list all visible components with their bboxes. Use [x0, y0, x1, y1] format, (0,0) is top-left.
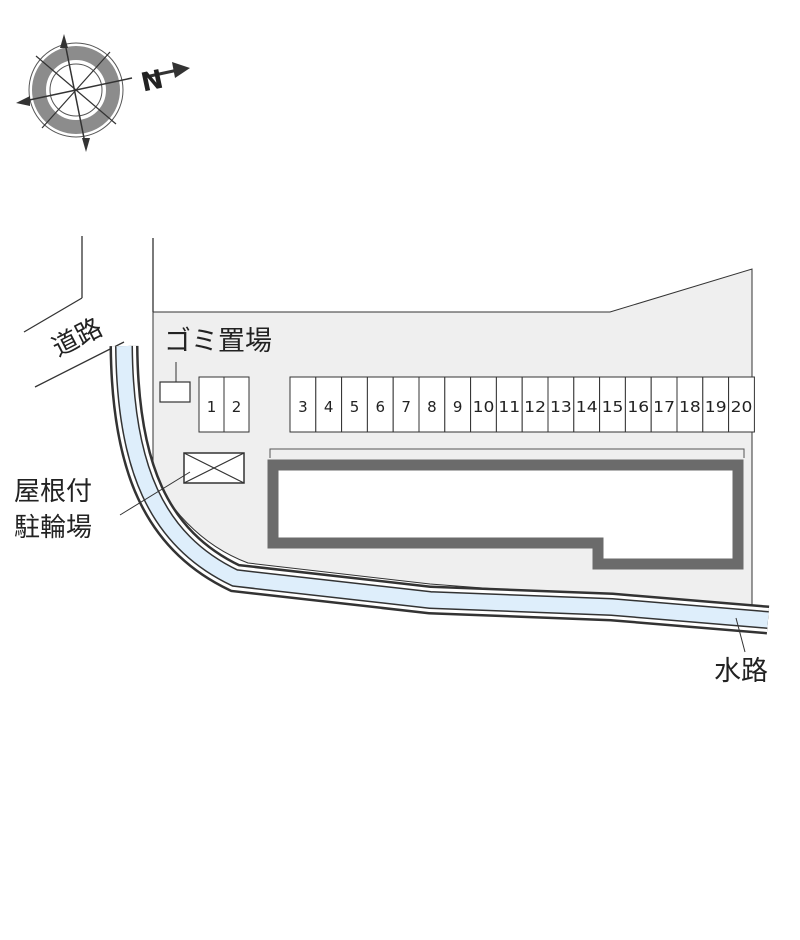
parking-space — [289, 376, 317, 433]
parking-space-number: 7 — [401, 398, 411, 416]
parking-space — [418, 376, 446, 433]
bicycle-parking-icon — [183, 452, 245, 484]
garbage-station-label: ゴミ置場 — [164, 326, 272, 357]
waterway-label: 水路 — [714, 656, 768, 687]
garbage-station-box — [159, 381, 191, 403]
parking-space — [392, 376, 420, 433]
bicycle-parking-label-line1: 屋根付 — [14, 477, 92, 507]
compass-rose-icon — [16, 34, 190, 152]
parking-space-number: 18 — [679, 398, 701, 416]
parking-space-number: 4 — [324, 398, 334, 416]
parking-space — [223, 376, 250, 433]
north-letter: N — [138, 65, 166, 99]
parking-space-number: 17 — [653, 398, 675, 416]
parking-space — [702, 376, 730, 433]
building-outline — [267, 459, 744, 570]
parking-space — [198, 376, 225, 433]
parking-space-number: 8 — [427, 398, 437, 416]
parking-space-number: 19 — [705, 398, 727, 416]
parking-space — [366, 376, 394, 433]
parking-space — [624, 376, 652, 433]
parking-space — [444, 376, 472, 433]
parking-curb — [269, 448, 745, 458]
parking-space — [728, 376, 755, 433]
parking-space-number: 14 — [576, 398, 598, 416]
parking-space-number: 1 — [207, 398, 217, 416]
parking-space — [495, 376, 523, 433]
parking-space — [599, 376, 626, 433]
parking-space-number: 5 — [350, 398, 360, 416]
parking-space-number: 12 — [524, 398, 546, 416]
parking-space-number: 11 — [498, 398, 520, 416]
parking-space-number: 10 — [473, 398, 495, 416]
parking-space-number: 3 — [298, 398, 308, 416]
waterway-leader-line — [735, 617, 746, 653]
parking-space — [650, 376, 678, 433]
parking-space-number: 15 — [602, 398, 624, 416]
parking-space — [573, 376, 601, 433]
bicycle-parking-label-line2: 駐輪場 — [14, 513, 92, 543]
bicycle-leader-line — [119, 471, 191, 516]
parking-space — [315, 376, 343, 433]
parking-space-number: 13 — [550, 398, 572, 416]
parking-space-number: 9 — [453, 398, 463, 416]
waterway — [109, 345, 770, 635]
parking-space — [547, 376, 575, 433]
parking-space-number: 6 — [376, 398, 386, 416]
road-edges — [23, 236, 154, 388]
parking-space — [341, 376, 368, 433]
road-label: 道路 — [48, 313, 108, 363]
parking-space-number: 2 — [232, 398, 242, 416]
parking-space-number: 16 — [627, 398, 649, 416]
parking-space — [676, 376, 704, 433]
parking-space-number: 20 — [731, 398, 753, 416]
